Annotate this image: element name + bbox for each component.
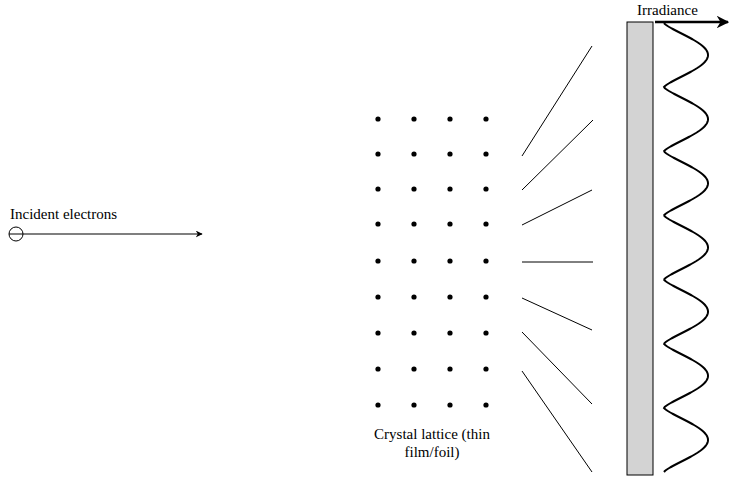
lattice-atom — [483, 151, 488, 156]
axis-label: Irradiance — [637, 1, 727, 19]
lattice-atom — [447, 366, 452, 371]
diffracted-beams — [522, 46, 593, 472]
lattice-atom — [447, 186, 452, 191]
lattice-atom — [375, 294, 380, 299]
lattice-atom — [483, 330, 488, 335]
lattice-label: Crystal lattice (thin film/foil) — [367, 425, 497, 461]
lattice-atom — [375, 221, 380, 226]
diffracted-beam — [522, 120, 593, 190]
lattice-atom — [375, 186, 380, 191]
irradiance-axis-arrow — [655, 21, 728, 24]
lattice-atom — [447, 116, 452, 121]
lattice-atom — [375, 258, 380, 263]
detector-screen — [627, 22, 653, 475]
diffracted-beam — [522, 371, 592, 472]
diffracted-beam — [522, 332, 592, 404]
beam-label: Incident electrons — [10, 205, 160, 223]
lattice-atom — [447, 294, 452, 299]
lattice-atom — [411, 402, 416, 407]
lattice-atom — [411, 221, 416, 226]
lattice-atom — [483, 366, 488, 371]
lattice-atom — [483, 186, 488, 191]
diffracted-beam — [522, 298, 592, 330]
lattice-atom — [483, 294, 488, 299]
lattice-atom — [411, 151, 416, 156]
lattice-atom — [375, 116, 380, 121]
crystal-lattice — [375, 116, 488, 407]
lattice-atom — [447, 330, 452, 335]
lattice-atom — [375, 366, 380, 371]
lattice-atom — [483, 258, 488, 263]
lattice-atom — [375, 402, 380, 407]
diffracted-beam — [522, 46, 592, 156]
diffracted-beam — [522, 190, 592, 225]
lattice-atom — [411, 116, 416, 121]
lattice-atom — [411, 366, 416, 371]
irradiance-curve — [664, 23, 708, 472]
incident-arrow — [9, 233, 202, 234]
lattice-atom — [483, 221, 488, 226]
lattice-atom — [447, 151, 452, 156]
lattice-atom — [483, 116, 488, 121]
lattice-atom — [447, 221, 452, 226]
lattice-atom — [447, 402, 452, 407]
lattice-atom — [411, 294, 416, 299]
lattice-atom — [483, 402, 488, 407]
incident-electron — [9, 227, 202, 241]
lattice-atom — [375, 151, 380, 156]
lattice-atom — [375, 330, 380, 335]
lattice-atom — [411, 258, 416, 263]
lattice-atom — [411, 330, 416, 335]
diffracted-beam — [522, 262, 593, 263]
lattice-atom — [447, 258, 452, 263]
lattice-atom — [411, 186, 416, 191]
